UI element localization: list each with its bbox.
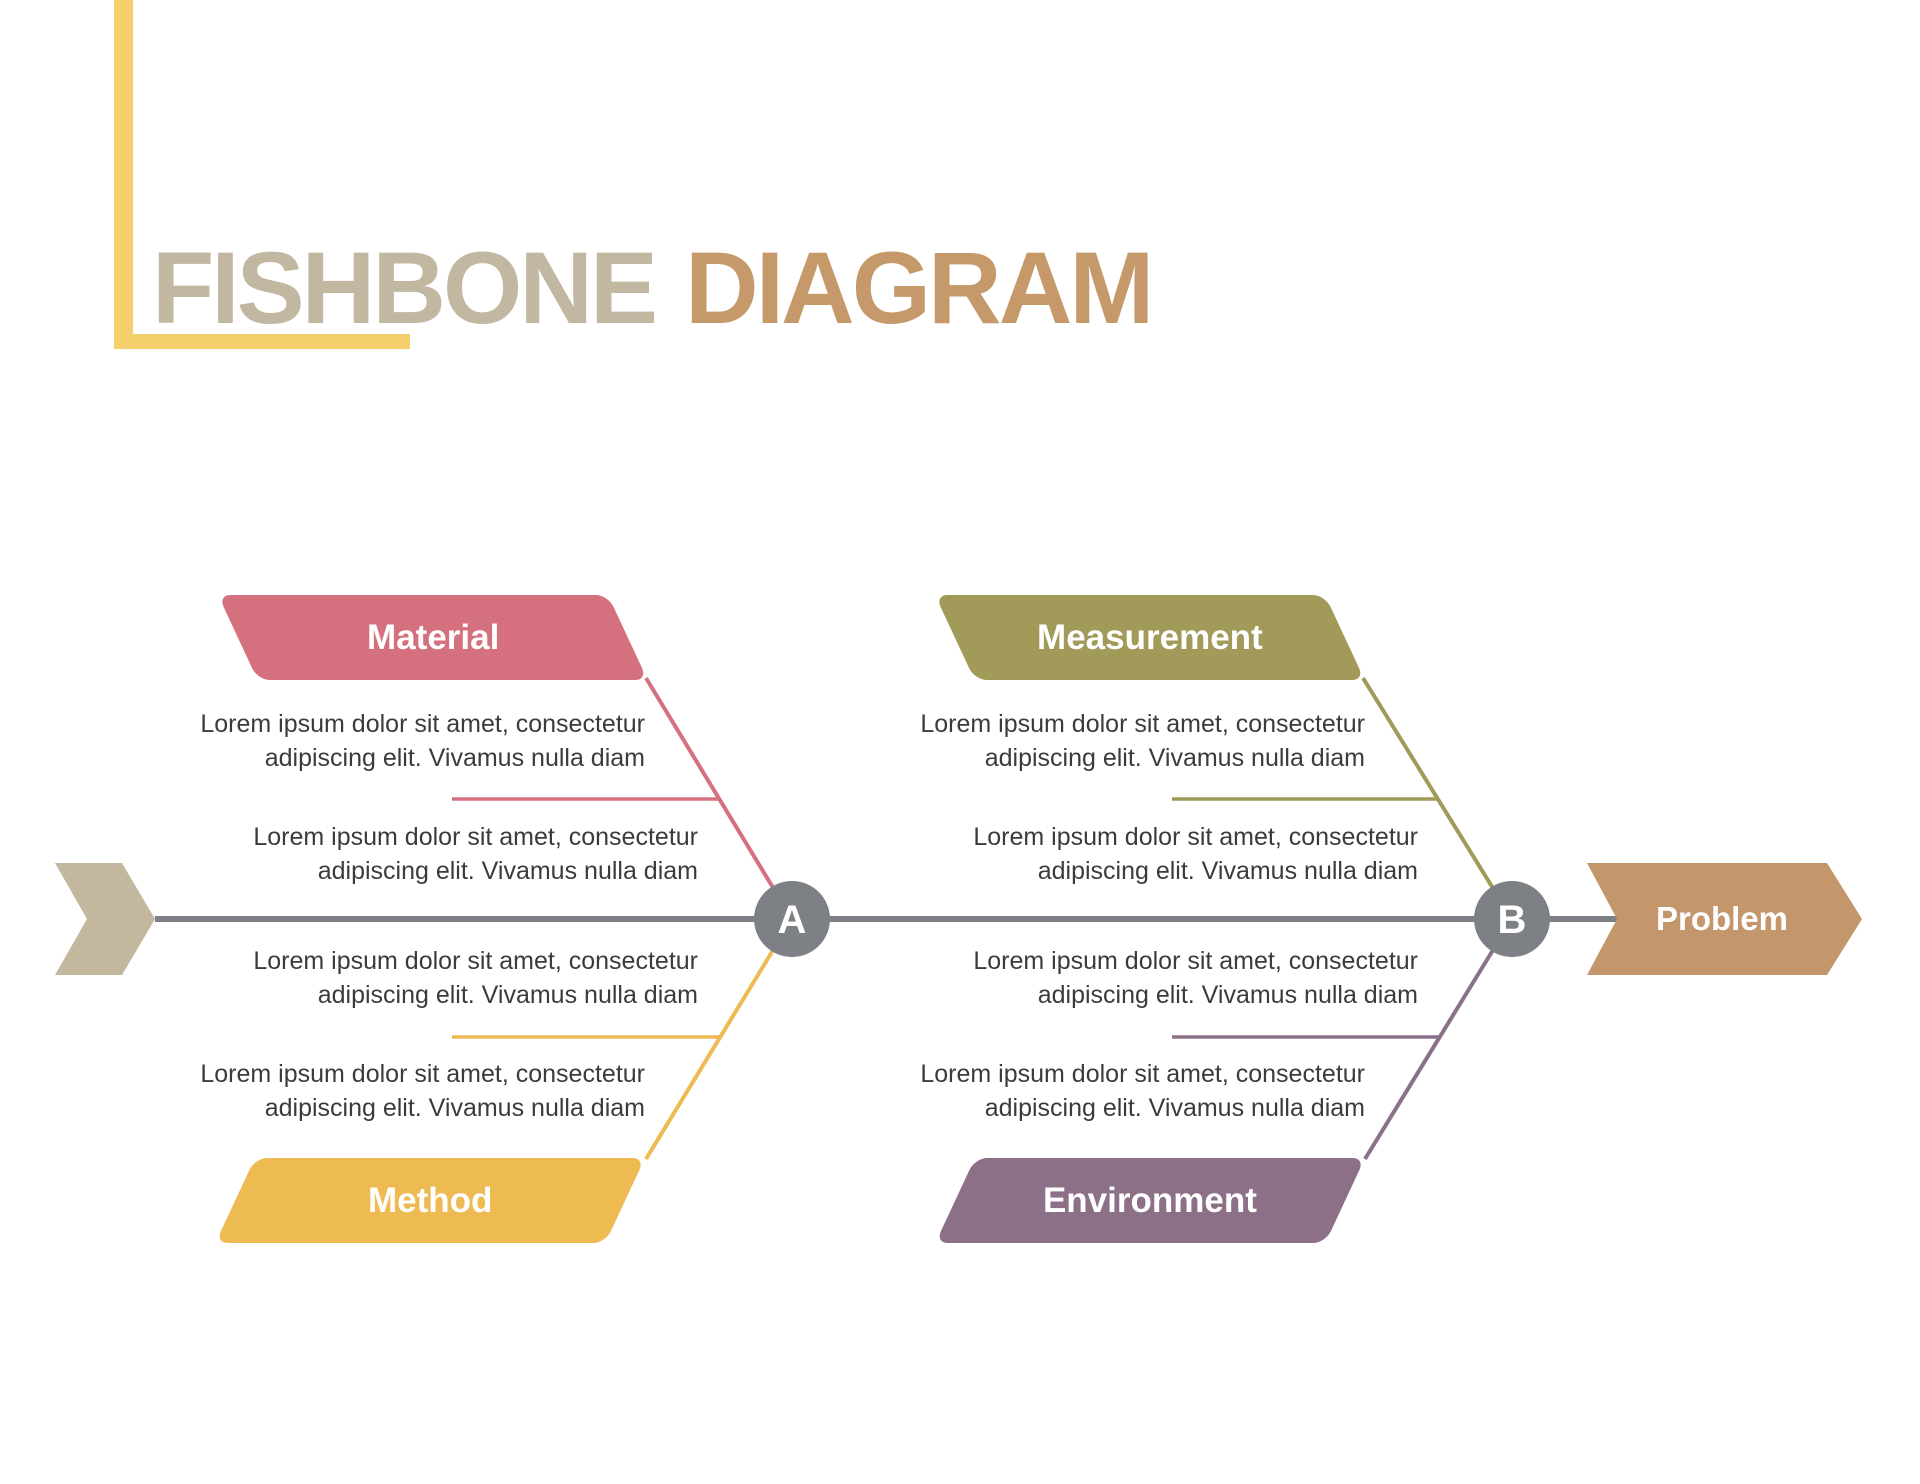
- node-b-label: B: [1497, 898, 1527, 942]
- category-label-material-text: Material: [366, 617, 499, 657]
- note-measurement-2: Lorem ipsum dolor sit amet, consectetur …: [973, 820, 1418, 888]
- note-method-2: Lorem ipsum dolor sit amet, consectetur …: [200, 1057, 645, 1125]
- category-label-measurement: Measurement: [935, 595, 1365, 680]
- title-word-fishbone: FISHBONE: [152, 231, 658, 345]
- category-label-method-text: Method: [367, 1180, 493, 1220]
- note-measurement-1: Lorem ipsum dolor sit amet, consectetur …: [920, 707, 1365, 775]
- tail-arrow: [55, 863, 155, 975]
- category-label-environment: Environment: [935, 1158, 1365, 1243]
- note-environment-2: Lorem ipsum dolor sit amet, consectetur …: [920, 1057, 1365, 1125]
- note-line-1: Lorem ipsum dolor sit amet, consectetur: [973, 823, 1418, 851]
- bone-environment-line: [1363, 917, 1514, 1161]
- note-line-2: adipiscing elit. Vivamus nulla diam: [264, 744, 645, 772]
- note-line-2: adipiscing elit. Vivamus nulla diam: [1037, 857, 1418, 885]
- node-a-label: A: [777, 898, 807, 942]
- category-label-environment-text: Environment: [1043, 1180, 1258, 1220]
- note-line-2: adipiscing elit. Vivamus nulla diam: [984, 744, 1365, 772]
- note-line-2: adipiscing elit. Vivamus nulla diam: [1037, 981, 1418, 1009]
- note-line-1: Lorem ipsum dolor sit amet, consectetur: [973, 947, 1418, 975]
- note-line-1: Lorem ipsum dolor sit amet, consectetur: [253, 947, 698, 975]
- accent-bracket-horizontal: [114, 334, 410, 349]
- note-method-1: Lorem ipsum dolor sit amet, consectetur …: [253, 944, 698, 1012]
- note-line-1: Lorem ipsum dolor sit amet, consectetur: [920, 1060, 1365, 1088]
- note-line-2: adipiscing elit. Vivamus nulla diam: [264, 1094, 645, 1122]
- node-a-circle: [754, 881, 830, 957]
- note-line-1: Lorem ipsum dolor sit amet, consectetur: [253, 823, 698, 851]
- note-line-1: Lorem ipsum dolor sit amet, consectetur: [200, 710, 645, 738]
- note-material-2: Lorem ipsum dolor sit amet, consectetur …: [253, 820, 698, 888]
- note-line-2: adipiscing elit. Vivamus nulla diam: [984, 1094, 1365, 1122]
- note-line-1: Lorem ipsum dolor sit amet, consectetur: [920, 710, 1365, 738]
- node-b-circle: [1474, 881, 1550, 957]
- note-line-2: adipiscing elit. Vivamus nulla diam: [317, 981, 698, 1009]
- note-environment-1: Lorem ipsum dolor sit amet, consectetur …: [973, 944, 1418, 1012]
- note-line-1: Lorem ipsum dolor sit amet, consectetur: [200, 1060, 645, 1088]
- problem-label: Problem: [1655, 900, 1789, 937]
- category-label-measurement-text: Measurement: [1036, 617, 1263, 657]
- accent-bracket-vertical: [114, 0, 133, 349]
- bone-method-line: [644, 917, 794, 1161]
- category-label-material: Material: [218, 595, 648, 680]
- title-word-diagram: DIAGRAM: [685, 231, 1154, 345]
- note-material-1: Lorem ipsum dolor sit amet, consectetur …: [200, 707, 645, 775]
- category-label-method: Method: [215, 1158, 646, 1243]
- problem-arrow: [1587, 863, 1862, 975]
- note-line-2: adipiscing elit. Vivamus nulla diam: [317, 857, 698, 885]
